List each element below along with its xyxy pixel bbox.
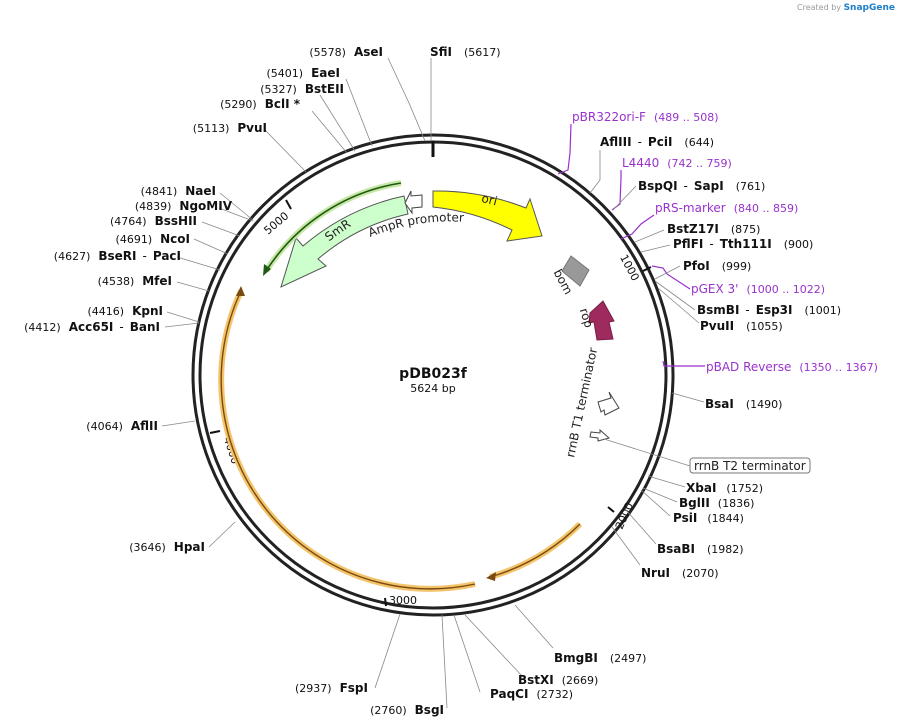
rop-label: rop	[577, 306, 596, 329]
plasmid-name: pDB023f	[399, 366, 468, 382]
site-bglii[interactable]: BglII(1836)	[679, 496, 754, 510]
tick-label-2000: 2000	[613, 500, 636, 531]
site-xbai[interactable]: XbaI(1752)	[686, 481, 763, 495]
site-ncoi[interactable]: (4691)NcoI	[116, 232, 190, 246]
rrnb-t1-feature[interactable]	[597, 391, 620, 416]
primer-pbad-reverse[interactable]: pBAD Reverse(1350 .. 1367)	[706, 360, 878, 374]
site-bmgbi[interactable]: BmgBI(2497)	[554, 651, 646, 665]
site-labels: SfiI(5617) (5578)AseI (5401)EaeI (5327)B…	[24, 45, 841, 717]
orf-arc-left-arrowhead	[236, 286, 245, 296]
primer-labels: pBR322ori-F(489 .. 508) L4440(742 .. 759…	[572, 110, 878, 374]
site-eaei[interactable]: (5401)EaeI	[267, 66, 340, 80]
snapgene-credit: Created by SnapGene	[797, 3, 895, 13]
site-bsgi[interactable]: (2760)BsgI	[370, 703, 444, 717]
backbone-outer-circle	[191, 133, 675, 617]
credit-prefix: Created by	[797, 3, 842, 12]
backbone	[191, 133, 675, 617]
site-bsmbi-esp3i[interactable]: BsmBI-Esp3I(1001)	[697, 303, 841, 317]
site-leaders	[161, 57, 705, 709]
tick-label-1000: 1000	[617, 252, 642, 283]
site-bseri-paci[interactable]: (4627)BseRI-PacI	[54, 249, 181, 263]
site-acc65i-bani[interactable]: (4412)Acc65I-BanI	[24, 320, 160, 334]
ori-feature[interactable]	[432, 190, 543, 242]
site-naei[interactable]: (4841)NaeI	[141, 184, 216, 198]
primer-pbr322ori-f[interactable]: pBR322ori-F(489 .. 508)	[572, 110, 719, 124]
snapgene-logo: SnapGene	[843, 3, 895, 13]
orf-arc-left[interactable]	[218, 289, 476, 592]
rop-feature[interactable]	[588, 300, 615, 341]
primer-prs-marker[interactable]: pRS-marker(840 .. 859)	[655, 201, 798, 215]
site-sfii[interactable]: SfiI(5617)	[430, 45, 501, 59]
primer-pgex-3[interactable]: pGEX 3'(1000 .. 1022)	[691, 282, 825, 296]
smr-feature[interactable]	[280, 195, 409, 288]
site-ngomiv[interactable]: (4839)NgoMIV	[135, 199, 233, 213]
site-bsai[interactable]: BsaI(1490)	[705, 397, 782, 411]
site-bcli[interactable]: (5290)BclI *	[220, 97, 301, 111]
site-bsabi[interactable]: BsaBI(1982)	[657, 542, 744, 556]
site-bsshii[interactable]: (4764)BssHII	[110, 214, 197, 228]
site-nrui[interactable]: NruI(2070)	[641, 566, 719, 580]
ori-label: ori	[480, 191, 499, 208]
site-bsteii[interactable]: (5327)BstEII	[260, 82, 344, 96]
site-pflfi-tth111i[interactable]: PflFI-Tth111I(900)	[673, 237, 813, 251]
site-paqci[interactable]: PaqCI(2732)	[490, 687, 573, 701]
site-aflii[interactable]: (4064)AflII	[86, 419, 158, 433]
plasmid-size: 5624 bp	[410, 382, 455, 395]
rrnb-t2-label: rrnB T2 terminator	[694, 459, 806, 473]
site-fspi[interactable]: (2937)FspI	[295, 681, 368, 695]
site-afliii-pcii[interactable]: AflIII-PciI(644)	[600, 135, 714, 149]
rrnb-t2-leader	[603, 438, 691, 467]
site-bspqi-sapi[interactable]: BspQI-SapI(761)	[638, 179, 765, 193]
smr-orf-arrowhead	[263, 264, 271, 276]
site-hpai[interactable]: (3646)HpaI	[129, 540, 205, 554]
orf-arc-bottom[interactable]	[489, 521, 583, 580]
primer-l4440[interactable]: L4440(742 .. 759)	[622, 156, 732, 170]
site-bstxi[interactable]: BstXI(2669)	[518, 673, 598, 687]
site-pfoi[interactable]: PfoI(999)	[683, 259, 751, 273]
site-mfei[interactable]: (4538)MfeI	[98, 274, 172, 288]
rrnb-t2-label-box	[689, 457, 811, 474]
site-pvuii[interactable]: PvuII(1055)	[700, 319, 783, 333]
site-pvui[interactable]: (5113)PvuI	[193, 121, 267, 135]
tick-label-3000: 3000	[389, 594, 417, 607]
orf-arc-bottom-core	[489, 523, 581, 578]
orf-arc-left-core	[220, 290, 476, 590]
ampr-promoter-feature[interactable]	[404, 190, 423, 215]
site-psii[interactable]: PsiI(1844)	[673, 511, 744, 525]
rrnb-t1-label: rrnB T1 terminator	[563, 346, 600, 458]
rrnb-t2-feature[interactable]	[589, 428, 611, 442]
site-bstz17i[interactable]: BstZ17I(875)	[667, 222, 760, 236]
orf-arc-bottom-arrowhead	[486, 572, 496, 581]
bom-feature[interactable]	[561, 255, 590, 287]
site-kpni[interactable]: (4416)KpnI	[88, 304, 163, 318]
smr-orf-line-core	[265, 182, 402, 272]
site-asei[interactable]: (5578)AseI	[309, 45, 383, 59]
